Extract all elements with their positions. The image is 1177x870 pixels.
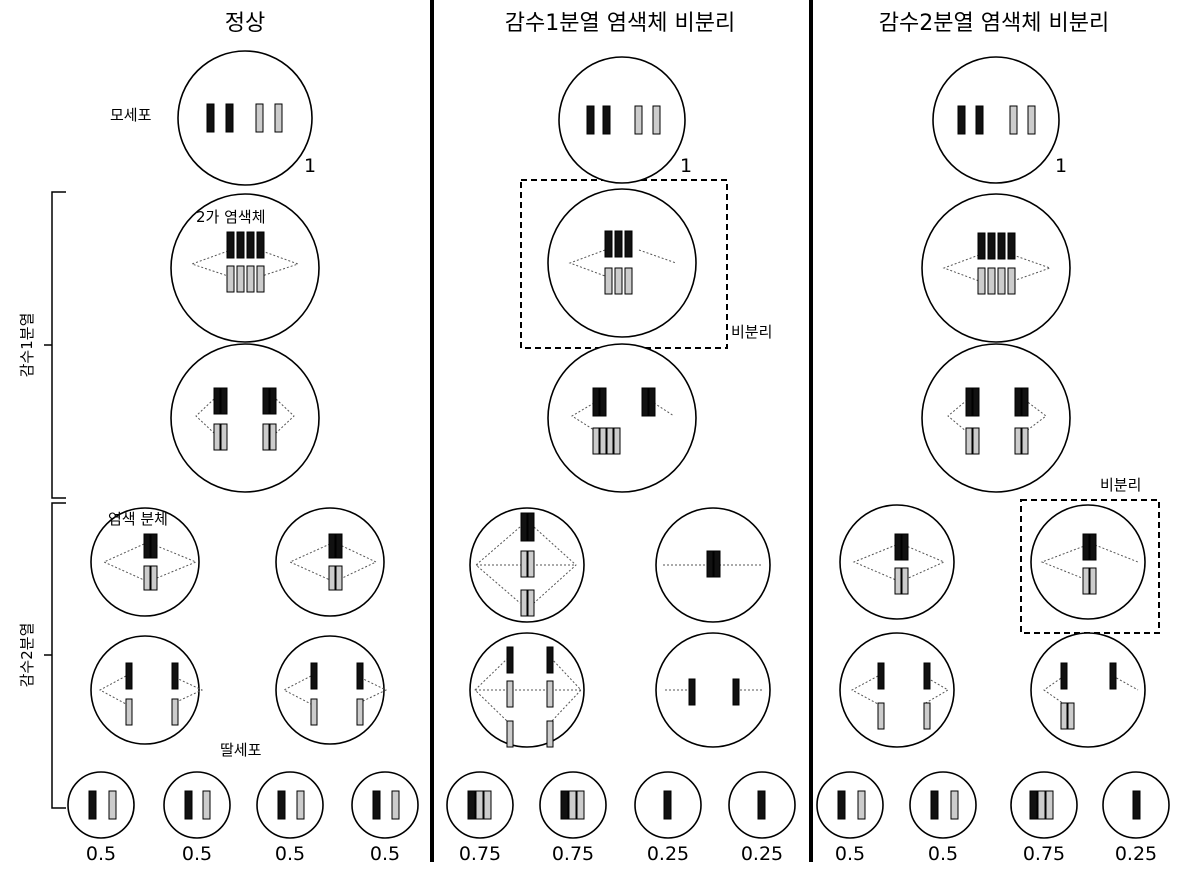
anaphase2-cell-normal-left [90, 635, 200, 745]
anaphase2-cell-normal-right [275, 635, 385, 745]
bivalent-cell-normal [170, 193, 320, 343]
dna-amount-m2-4: 0.25 [1115, 843, 1157, 865]
anaphase1-cell-m2 [921, 343, 1071, 493]
dna-amount-normal-1: 0.5 [86, 843, 116, 865]
dna-amount-m1-2: 0.75 [552, 843, 594, 865]
daughter-cell-normal-3 [256, 771, 324, 839]
anaphase1-cell-normal [170, 343, 320, 493]
meiosis2-bracket [51, 502, 66, 809]
mother-cell-normal [177, 50, 313, 186]
meiosis1-bracket [51, 191, 66, 499]
mother-cell-m1 [558, 56, 686, 184]
label-nondisjunction-m1: 비분리 [731, 323, 772, 341]
dna-amount-normal-2: 0.5 [182, 843, 212, 865]
spindle-fibers [98, 249, 1139, 723]
meiosis2-cell-normal-left [90, 507, 200, 617]
anaphase2-cell-m2-left [839, 632, 955, 748]
meiosis2-cell-m2-right [1030, 504, 1146, 620]
bivalent-cell-m2 [921, 193, 1071, 343]
dna-amount-normal-3: 0.5 [275, 843, 305, 865]
dna-amount-m2-1: 0.5 [835, 843, 865, 865]
label-daughter-cell: 딸세포 [220, 741, 262, 759]
dna-amount-m2-2: 0.5 [928, 843, 958, 865]
column-title-meiosis2-nondisjunction: 감수2분열 염색체 비분리 [879, 11, 1109, 36]
anaphase2-cell-m1-right [655, 632, 771, 748]
daughter-cell-normal-1 [67, 771, 135, 839]
stage-label-meiosis2: 감수2분열 [18, 623, 36, 688]
daughter-cell-normal-2 [163, 771, 231, 839]
dna-amount-m1-1: 0.75 [459, 843, 501, 865]
meiosis2-cell-m2-left [839, 504, 955, 620]
mother-cell-m2 [932, 56, 1060, 184]
daughter-cell-m2-2 [909, 771, 977, 839]
label-nondisjunction-m2: 비분리 [1100, 476, 1141, 494]
label-mother-cell: 모세포 [110, 106, 152, 124]
bivalent-cell-m1 [547, 188, 697, 338]
dna-amount-normal-4: 0.5 [370, 843, 400, 865]
dna-amount-mother-m2: 1 [1055, 155, 1067, 177]
dna-amount-mother-m1: 1 [680, 155, 692, 177]
column-title-normal: 정상 [225, 11, 265, 36]
label-bivalent: 2가 염색체 [196, 208, 266, 226]
dna-amount-m2-3: 0.75 [1023, 843, 1065, 865]
stage-label-meiosis1: 감수1분열 [18, 313, 36, 378]
chromosomes [88, 103, 1141, 820]
column-title-meiosis1-nondisjunction: 감수1분열 염색체 비분리 [505, 11, 735, 36]
label-chromatid: 염색 분체 [108, 510, 168, 528]
anaphase2-cell-m2-right [1030, 632, 1146, 748]
daughter-cell-normal-4 [351, 771, 419, 839]
dna-amount-mother-normal: 1 [304, 155, 316, 177]
dna-amount-m1-4: 0.25 [741, 843, 783, 865]
meiosis2-cell-normal-right [275, 507, 385, 617]
daughter-cell-m2-1 [816, 771, 884, 839]
anaphase1-cell-m1 [547, 343, 697, 493]
dna-amount-m1-3: 0.25 [647, 843, 689, 865]
